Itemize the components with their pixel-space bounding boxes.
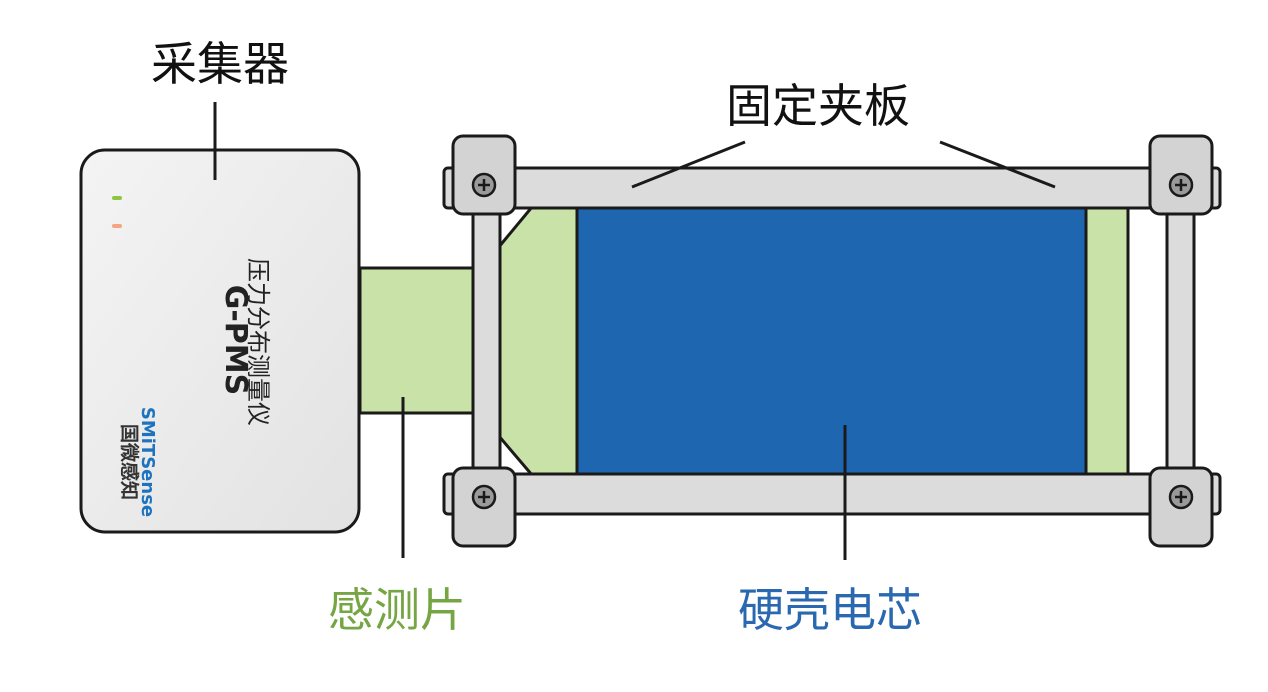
leader-clamp-right [939, 140, 1056, 189]
device-subtitle: 压力分布测量仪 [244, 258, 272, 426]
sensor-sheet-left [496, 205, 579, 477]
bolt-icon [1168, 172, 1194, 198]
frame-bar-left [471, 183, 502, 499]
status-led-orange [112, 224, 122, 228]
leader-clamp-left [631, 140, 746, 189]
brand-logo-cn: 国微感知 [118, 424, 141, 500]
bolt-icon [1168, 484, 1194, 510]
hard-shell-cell [575, 205, 1088, 477]
status-led-green [112, 196, 122, 200]
bolt-icon [471, 172, 497, 198]
brand-logo-en: SMiTSense [137, 407, 158, 517]
device-model: G-PMS [218, 285, 253, 396]
corner-bracket-top-right [1148, 134, 1214, 216]
clamp-plate-bottom [442, 472, 1222, 516]
sensor-ribbon [358, 266, 480, 415]
bolt-icon [471, 484, 497, 510]
corner-bracket-bottom-left [451, 466, 517, 548]
corner-bracket-top-left [451, 134, 517, 216]
clamp-plate-top [442, 166, 1222, 210]
label-clamp-plate: 固定夹板 [726, 79, 910, 133]
label-sensor-sheet: 感测片 [328, 583, 466, 637]
corner-bracket-bottom-right [1148, 466, 1214, 548]
label-hard-shell-cell: 硬壳电芯 [738, 583, 922, 637]
label-collector: 采集器 [151, 37, 289, 91]
frame-bar-right [1165, 183, 1196, 499]
collector-device: G-PMS 压力分布测量仪 国微感知 SMiTSense [79, 148, 361, 534]
sensor-sheet-right [1084, 205, 1130, 477]
